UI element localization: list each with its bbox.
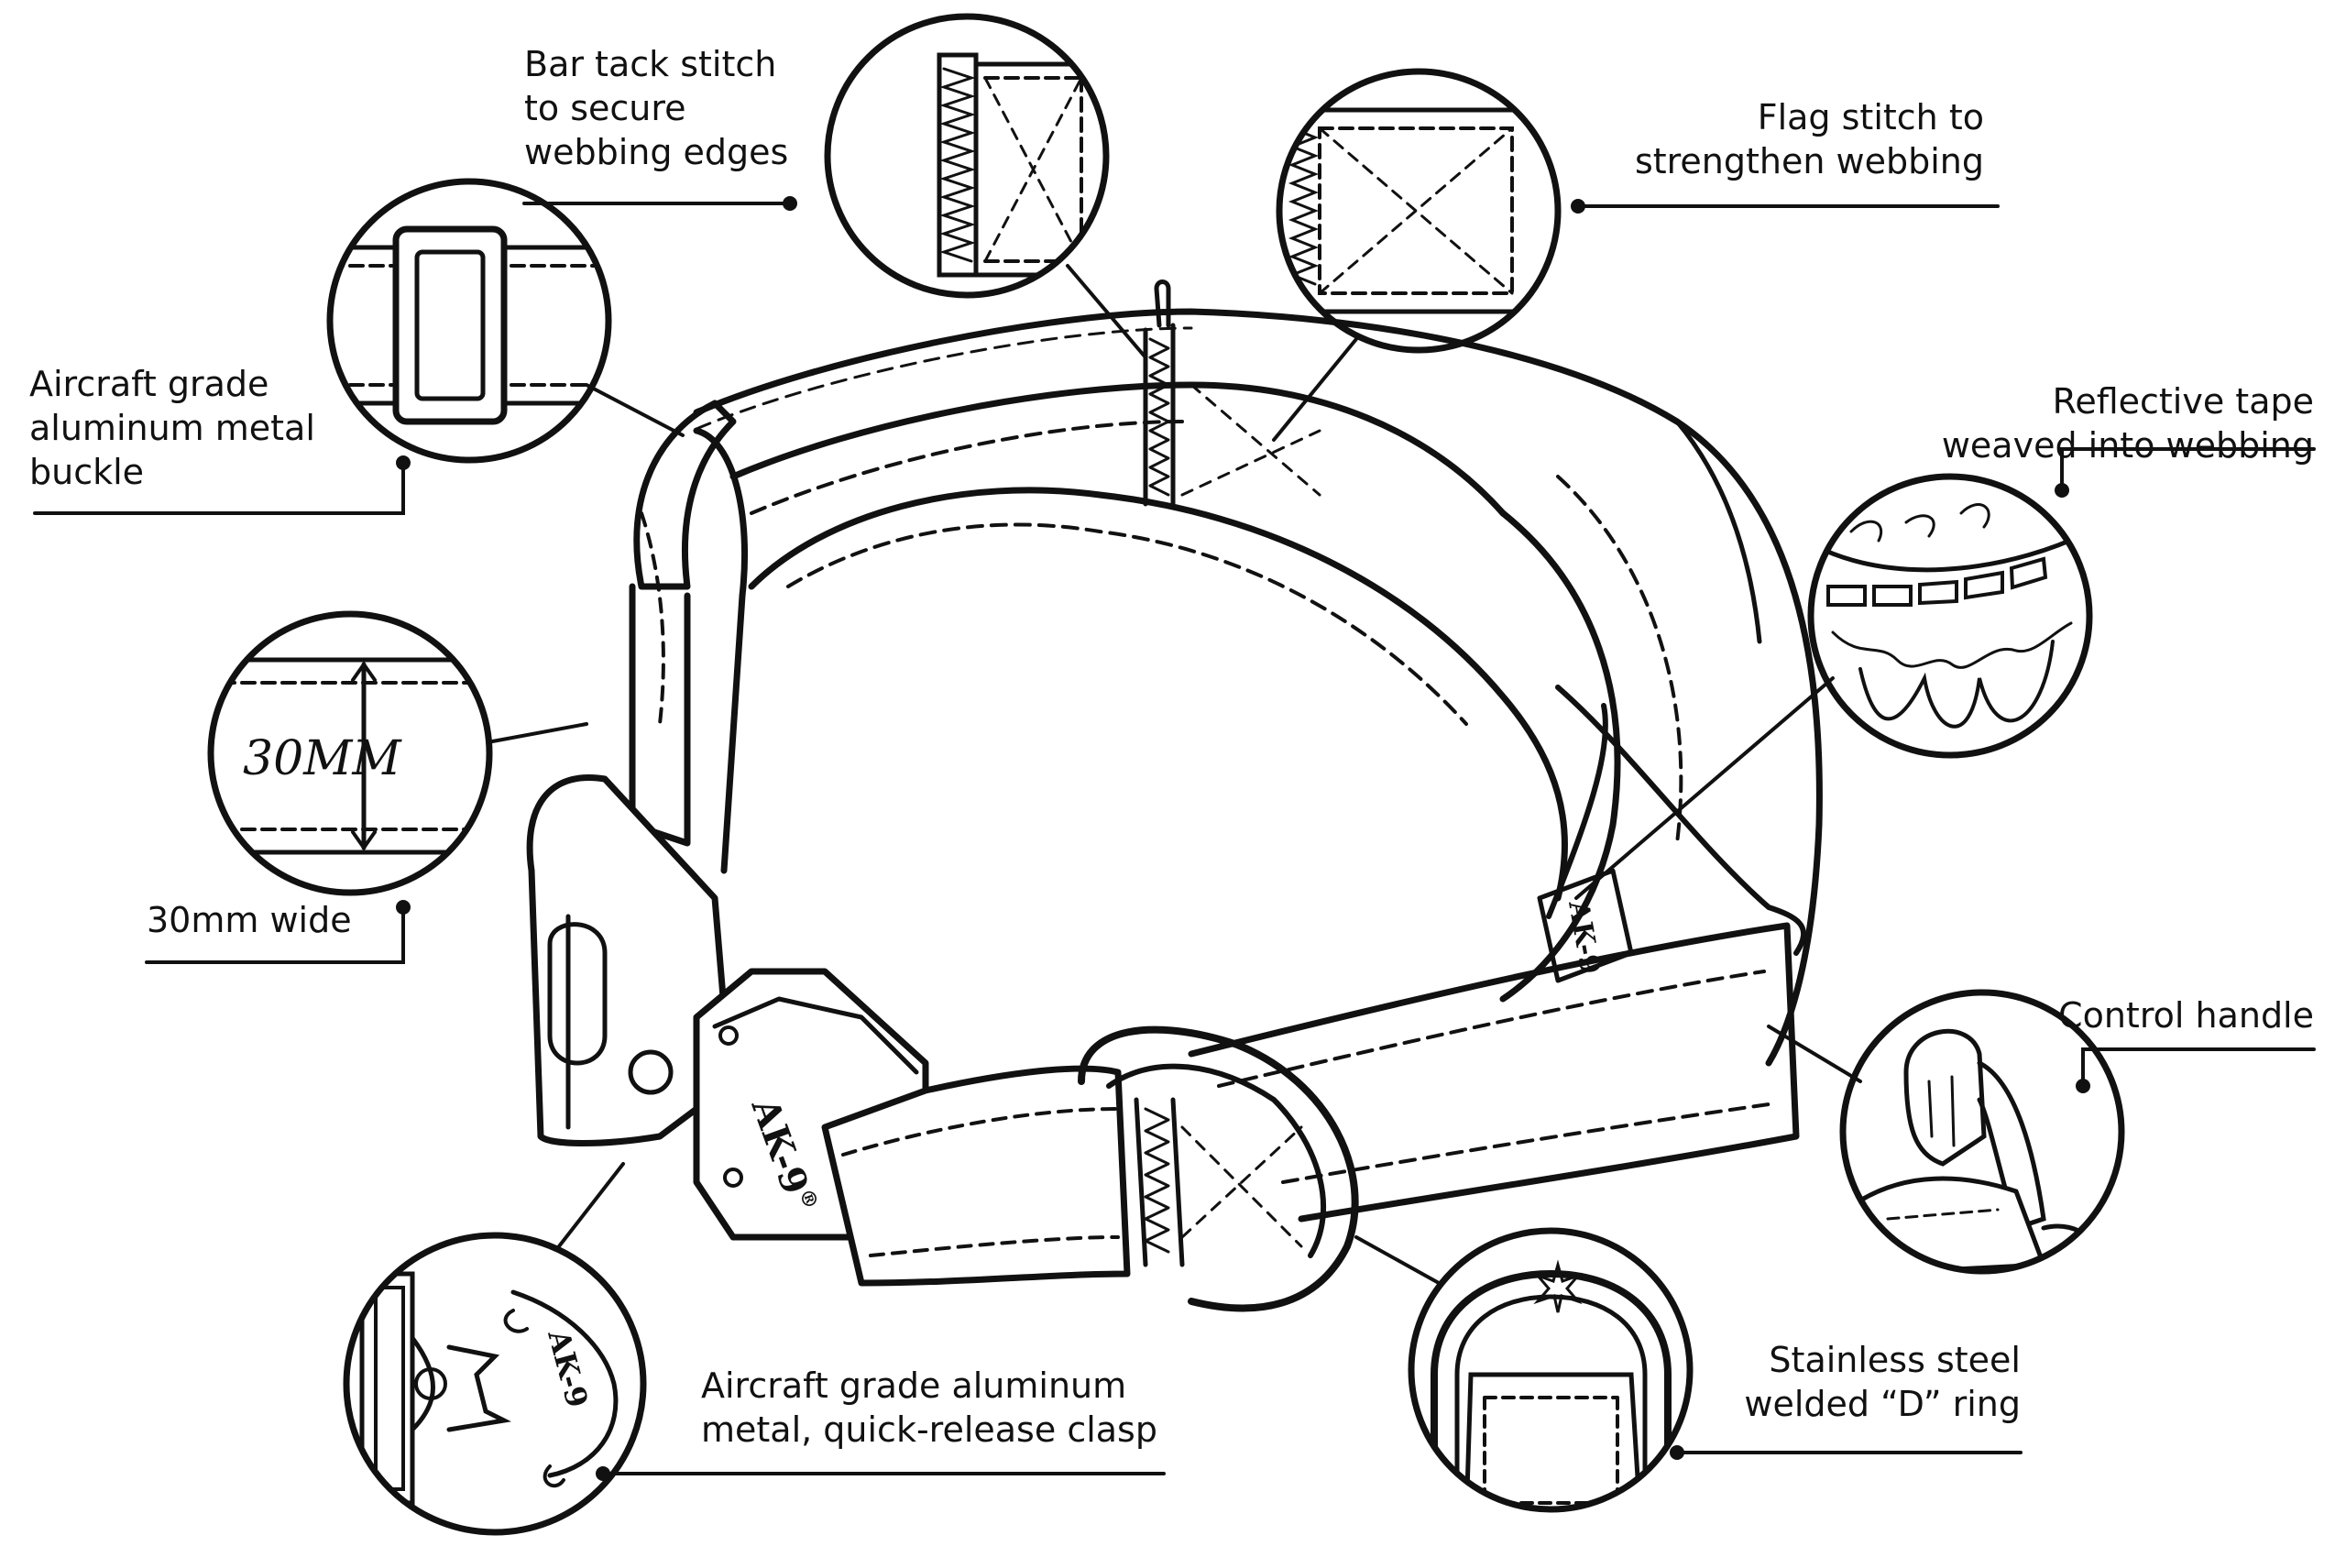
- collar-inner-rim: [748, 487, 1568, 902]
- clasp-label: Aircraft grade aluminum metal, quick-rel…: [701, 1365, 1157, 1450]
- buckle-label: Aircraft grade aluminum metal buckle: [29, 364, 315, 492]
- d-ring-detail: [1408, 1227, 1694, 1513]
- control-handle-detail: [1839, 989, 2125, 1275]
- clasp-detail: [343, 1232, 647, 1536]
- collar-front-band: [1188, 922, 1800, 1223]
- control-handle: [1555, 685, 1806, 956]
- bar-tack-label: Bar tack stitch to secure webbing edges: [524, 44, 789, 172]
- reflective-tape-detail: [1807, 473, 2093, 759]
- d-ring: [1078, 1025, 1359, 1312]
- slide-buckle: [633, 400, 737, 590]
- d-ring-label: Stainless steel welded “D” ring: [1744, 1340, 2021, 1424]
- width-label: 30mm wide: [147, 900, 352, 940]
- collar-top-inner-edge: [729, 381, 1507, 517]
- bar-tack-detail: [824, 13, 1110, 299]
- quick-release-clasp: [526, 774, 728, 1146]
- flag-stitch-label: Flag stitch to strengthen webbing: [1634, 97, 1984, 181]
- reflective-label: Reflective tape weaved into webbing: [1941, 381, 2314, 466]
- leader-lines: [33, 196, 2316, 1481]
- collar-outer-edge: [693, 308, 1823, 1067]
- side-tag: [1537, 868, 1634, 983]
- buckle-detail: [326, 178, 612, 464]
- control-handle-label: Control handle: [2058, 995, 2314, 1036]
- width-detail-label: 30MM: [243, 731, 402, 786]
- flag-stitch-detail: [1276, 68, 1562, 354]
- collar-illustration: [526, 280, 1823, 1312]
- width-detail: [207, 610, 493, 896]
